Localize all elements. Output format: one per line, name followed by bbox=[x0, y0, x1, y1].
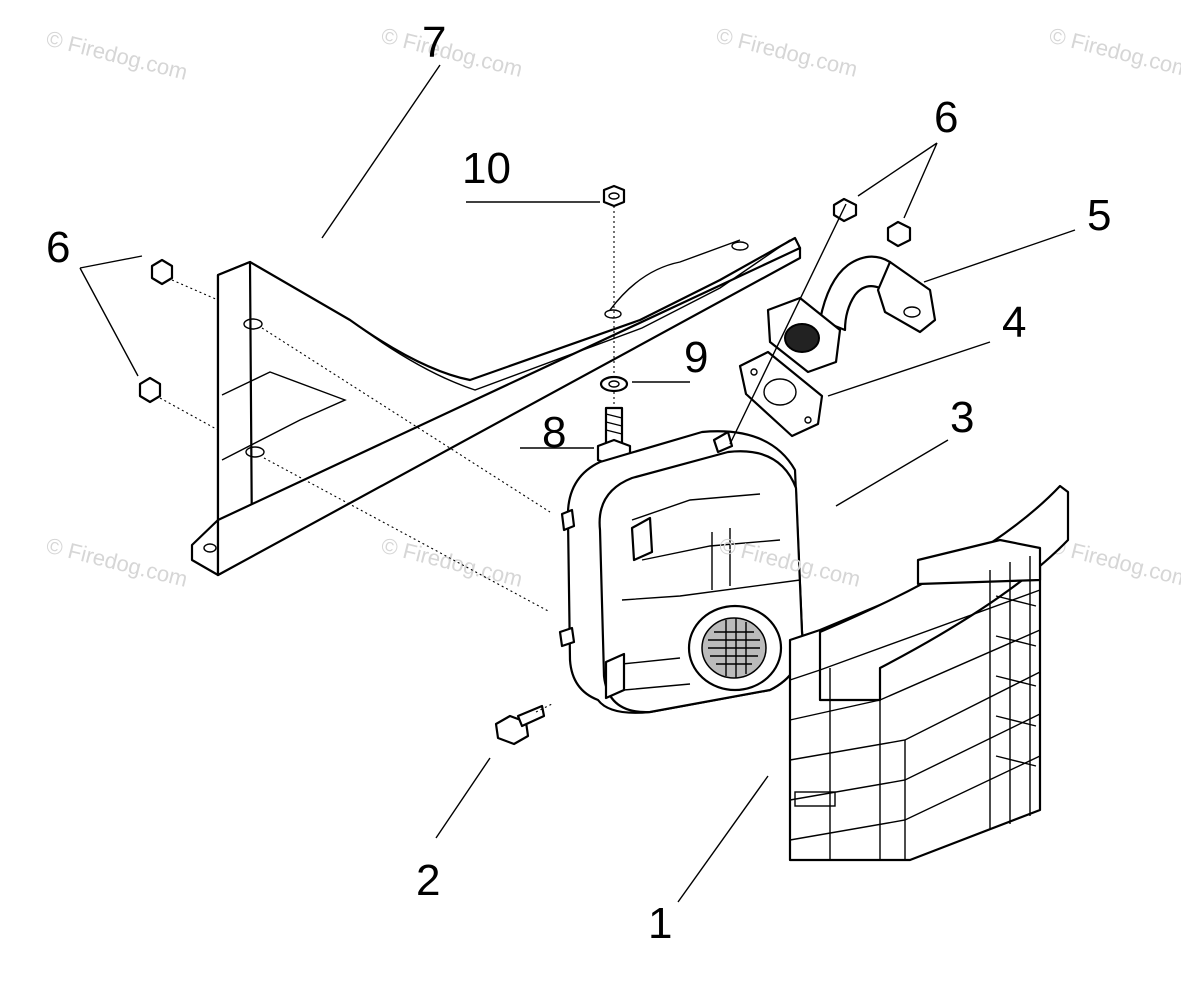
watermark-5: © Firedog.com bbox=[44, 533, 190, 592]
callout-1: 1 bbox=[648, 899, 672, 948]
nut-part-10 bbox=[602, 184, 626, 208]
callout-5: 5 bbox=[1087, 191, 1111, 240]
watermark-3: © Firedog.com bbox=[714, 23, 860, 82]
callout-8: 8 bbox=[542, 408, 566, 457]
callout-6-right: 6 bbox=[934, 93, 958, 142]
guard-part-1 bbox=[788, 484, 1070, 862]
watermark-1: © Firedog.com bbox=[44, 26, 190, 85]
watermark-4: © Firedog.com bbox=[1047, 23, 1181, 82]
callout-6-left: 6 bbox=[46, 223, 70, 272]
callout-2: 2 bbox=[416, 856, 440, 905]
callout-3: 3 bbox=[950, 393, 974, 442]
assembly-guide-lines bbox=[159, 206, 615, 713]
callout-10: 10 bbox=[462, 144, 511, 193]
bracket-part-7 bbox=[190, 236, 802, 577]
callouts: 7 10 6 6 5 4 9 8 3 2 1 bbox=[46, 18, 1111, 948]
nuts-part-6-right bbox=[832, 197, 912, 248]
watermark-6: © Firedog.com bbox=[379, 533, 525, 592]
leader-lines bbox=[79, 64, 1076, 903]
callout-7: 7 bbox=[422, 18, 446, 67]
nuts-part-6-left bbox=[138, 258, 174, 404]
callout-4: 4 bbox=[1002, 298, 1026, 347]
washer-part-9 bbox=[599, 375, 629, 393]
watermark-2: © Firedog.com bbox=[379, 23, 525, 82]
exhaust-pipe-part-5 bbox=[766, 255, 937, 374]
callout-9: 9 bbox=[684, 333, 708, 382]
muffler-part-3 bbox=[558, 430, 804, 714]
gasket-part-4 bbox=[738, 350, 824, 438]
